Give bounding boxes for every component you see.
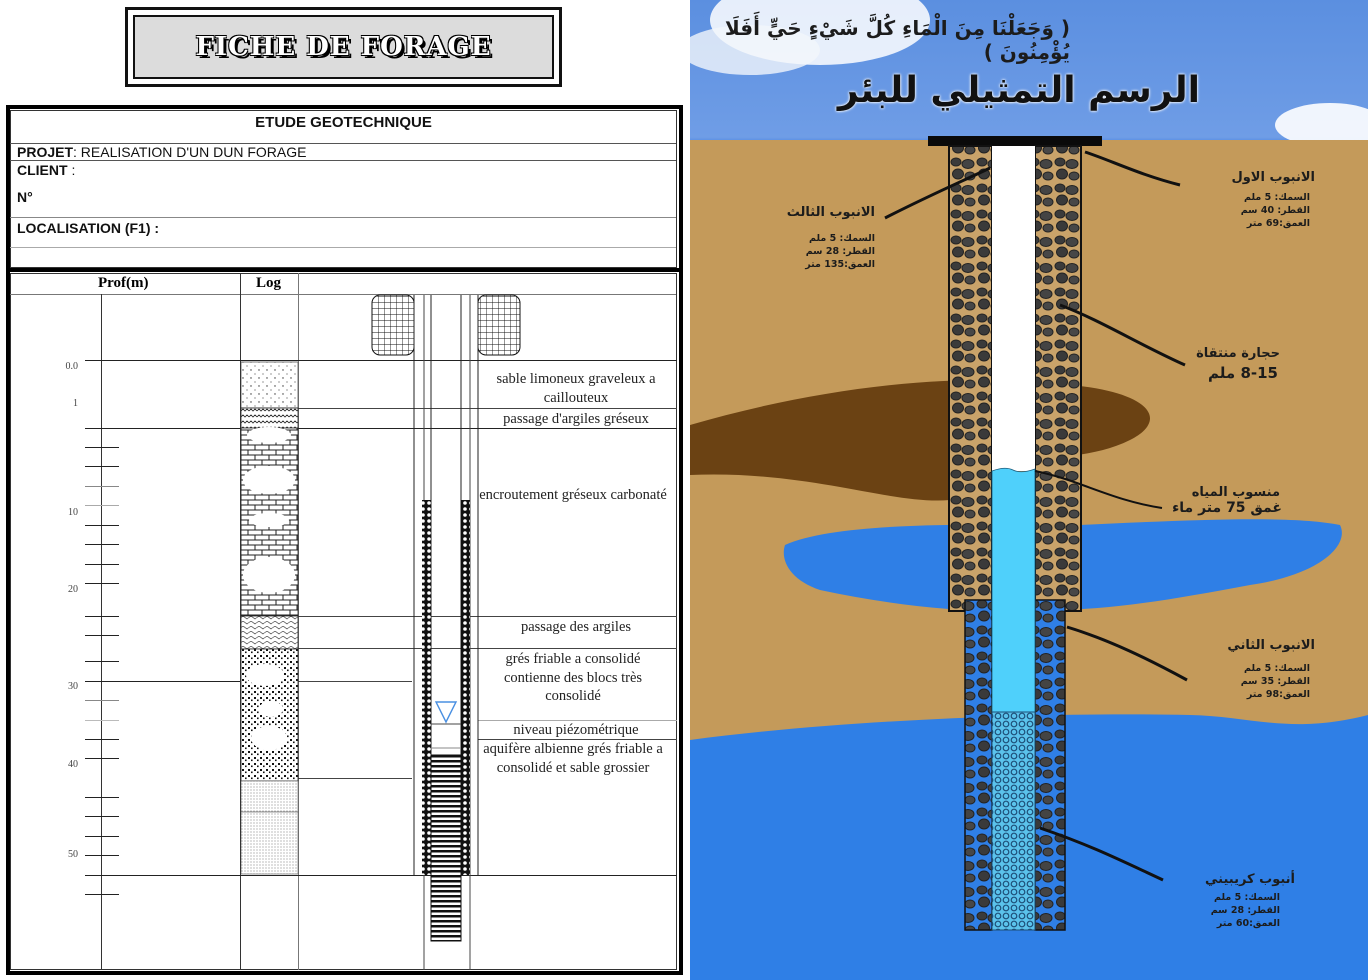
depth-label: 10 [68,507,78,518]
layer-description: aquifère albienne grés friable a consoli… [483,741,663,776]
title-box: FICHE DE FORAGE [125,7,562,87]
layer-description: encroutement gréseux carbonaté [479,487,667,503]
well-completion-drawing [371,294,521,970]
layer-description: passage d'argiles gréseux [503,411,649,427]
diagram-title: الرسم التمثيلي للبئر [837,70,1200,111]
well-scene [690,0,1368,980]
pipe3-name: الانبوب الثالث [786,205,875,220]
col-header-log: Log [256,275,282,291]
log-table [10,273,677,970]
client-row: CLIENT : [17,162,76,178]
depth-label: 0.0 [65,361,79,372]
study-title: ETUDE GEOTECHNIQUE [255,114,432,131]
water-level-depth: غمق 75 متر ماء [1172,500,1282,516]
water-level-icon [434,701,458,724]
depth-label: 40 [68,759,78,770]
quran-verse: ( وَجَعَلْنَا مِنَ الْمَاءِ كُلَّ شَيْءٍ… [724,16,1070,64]
depth-label: 1 [73,398,78,409]
depth-label: 20 [68,584,78,595]
gravel-size: 8-15 ملم [1208,364,1278,382]
projet-row: PROJET: REALISATION D'UN DUN FORAGE [17,144,306,160]
screen-pipe-name: أنبوب كريبيني [1205,872,1295,887]
pipe2-name: الانبوب الثاني [1227,638,1315,653]
col-header-prof: Prof(m) [98,275,149,291]
water-level-label: منسوب المياه [1191,485,1280,500]
lithology-column [241,361,299,875]
layer-description: grés friable a consolidé contienne des b… [503,651,643,704]
sheet-title: FICHE DE FORAGE [195,32,492,62]
well-illustration: ( وَجَعَلْنَا مِنَ الْمَاءِ كُلَّ شَيْءٍ… [690,0,1368,980]
depth-label: 30 [68,681,78,692]
pipe1-name: الانبوب الاول [1231,170,1315,185]
screen-pipe-specs: السمك: 5 ملم القطر: 28 سم العمق:60 متر [1210,892,1280,929]
layer-description: sable limoneux graveleux a caillouteux [496,371,656,406]
pipe2-specs: السمك: 5 ملم القطر: 35 سم العمق:98 متر [1240,663,1310,700]
depth-label: 50 [68,849,78,860]
projet-value: : REALISATION D'UN DUN FORAGE [73,144,307,160]
localisation-label: LOCALISATION (F1) : [17,220,160,236]
pipe1-specs: السمك: 5 ملم القطر: 40 سم العمق:69 متر [1240,192,1310,229]
header-block [10,110,677,268]
projet-label: PROJET [17,144,74,160]
layer-description: niveau piézométrique [513,722,639,738]
sheet-frame [6,105,683,975]
pipe3-specs: السمك: 5 ملم القطر: 28 سم العمق:135 متر [805,233,875,270]
client-label: CLIENT [17,162,68,178]
numero-label: N° [17,189,33,205]
layer-description: passage des argiles [520,619,632,635]
borehole-log-sheet: FICHE DE FORAGE ETUDE GEOTECHNIQUE PROJE… [6,7,683,975]
gravel-label: حجارة منتقاة [1196,346,1280,361]
